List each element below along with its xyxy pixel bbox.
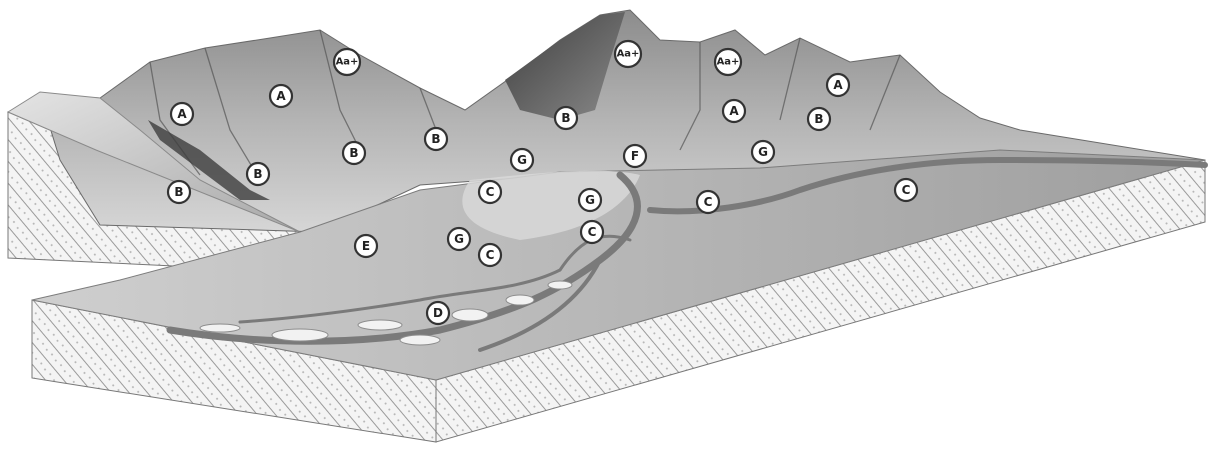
marker-g: G [511, 149, 533, 171]
marker-label: G [758, 145, 768, 159]
marker-aa-plus: Aa+ [715, 49, 741, 75]
marker-label: G [454, 232, 464, 246]
marker-a: A [171, 103, 193, 125]
marker-label: G [517, 153, 527, 167]
marker-d: D [427, 302, 449, 324]
marker-label: A [833, 78, 843, 92]
marker-label: C [588, 225, 597, 239]
marker-e: E [355, 235, 377, 257]
marker-label: D [433, 306, 443, 320]
marker-label: Aa+ [336, 57, 359, 68]
marker-label: B [431, 132, 440, 146]
marker-c: C [479, 181, 501, 203]
marker-label: A [177, 107, 187, 121]
marker-label: C [902, 183, 911, 197]
marker-a: A [270, 85, 292, 107]
marker-b: B [247, 163, 269, 185]
marker-label: B [174, 185, 183, 199]
marker-label: G [585, 193, 595, 207]
marker-label: Aa+ [717, 57, 740, 68]
marker-aa-plus: Aa+ [615, 41, 641, 67]
marker-label: B [561, 111, 570, 125]
marker-label: C [486, 248, 495, 262]
marker-label: B [253, 167, 262, 181]
marker-b: B [168, 181, 190, 203]
marker-aa-plus: Aa+ [334, 49, 360, 75]
marker-label: B [349, 146, 358, 160]
marker-label: A [276, 89, 286, 103]
marker-b: B [808, 108, 830, 130]
marker-label: Aa+ [617, 49, 640, 60]
marker-c: C [895, 179, 917, 201]
marker-label: C [486, 185, 495, 199]
marker-a: A [723, 100, 745, 122]
marker-label: B [814, 112, 823, 126]
marker-label: F [631, 149, 639, 163]
marker-b: B [343, 142, 365, 164]
marker-c: C [697, 191, 719, 213]
marker-label: E [362, 239, 370, 253]
marker-c: C [581, 221, 603, 243]
marker-g: G [752, 141, 774, 163]
marker-b: B [555, 107, 577, 129]
marker-label: A [729, 104, 739, 118]
marker-g: G [448, 228, 470, 250]
marker-label: C [704, 195, 713, 209]
marker-b: B [425, 128, 447, 150]
marker-c: C [479, 244, 501, 266]
marker-a: A [827, 74, 849, 96]
marker-g: G [579, 189, 601, 211]
marker-f: F [624, 145, 646, 167]
